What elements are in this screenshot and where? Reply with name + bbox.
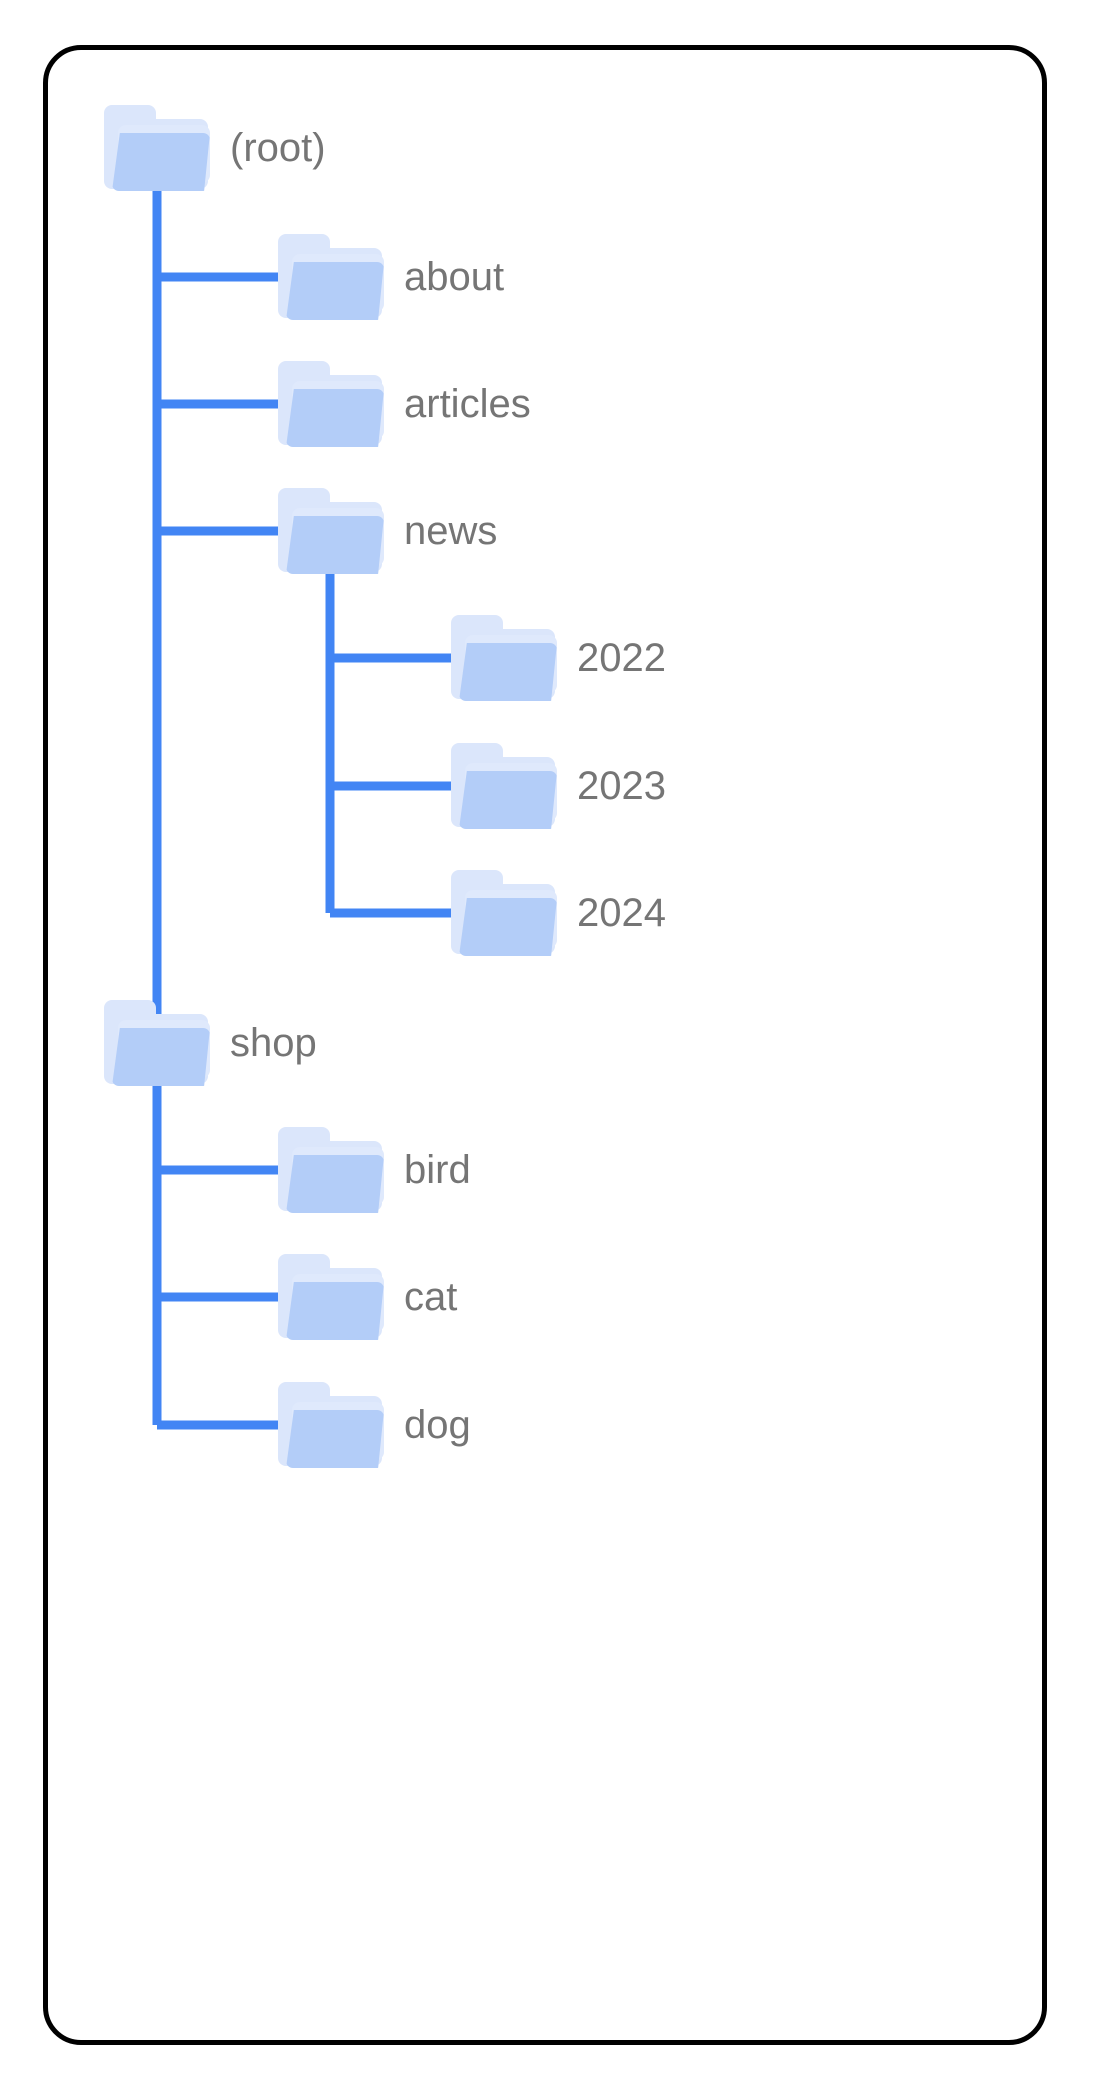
- diagram-card: [43, 45, 1047, 2045]
- tree-node-shop[interactable]: shop: [102, 998, 317, 1088]
- tree-node-label: dog: [404, 1403, 471, 1447]
- tree-node-label: bird: [404, 1148, 471, 1192]
- folder-icon: [449, 741, 559, 831]
- tree-node-label: shop: [230, 1021, 317, 1065]
- tree-node-2022[interactable]: 2022: [449, 613, 666, 703]
- tree-node-root[interactable]: (root): [102, 103, 326, 193]
- tree-node-articles[interactable]: articles: [276, 359, 531, 449]
- folder-icon: [449, 868, 559, 958]
- tree-node-2023[interactable]: 2023: [449, 741, 666, 831]
- folder-icon: [276, 1125, 386, 1215]
- tree-node-label: 2024: [577, 891, 666, 935]
- tree-node-label: 2022: [577, 636, 666, 680]
- folder-icon: [449, 613, 559, 703]
- folder-icon: [276, 359, 386, 449]
- tree-node-label: (root): [230, 126, 326, 170]
- tree-node-bird[interactable]: bird: [276, 1125, 471, 1215]
- tree-node-cat[interactable]: cat: [276, 1252, 457, 1342]
- folder-icon: [276, 1380, 386, 1470]
- tree-node-label: cat: [404, 1275, 458, 1319]
- folder-icon: [276, 1252, 386, 1342]
- tree-node-label: news: [404, 509, 498, 553]
- folder-icon: [276, 486, 386, 576]
- tree-node-label: 2023: [577, 764, 666, 808]
- tree-node-dog[interactable]: dog: [276, 1380, 471, 1470]
- tree-node-label: articles: [404, 382, 531, 426]
- folder-icon: [102, 998, 212, 1088]
- folder-icon: [102, 103, 212, 193]
- tree-node-about[interactable]: about: [276, 232, 504, 322]
- tree-node-label: about: [404, 255, 505, 299]
- folder-icon: [276, 232, 386, 322]
- tree-node-news[interactable]: news: [276, 486, 497, 576]
- tree-node-2024[interactable]: 2024: [449, 868, 666, 958]
